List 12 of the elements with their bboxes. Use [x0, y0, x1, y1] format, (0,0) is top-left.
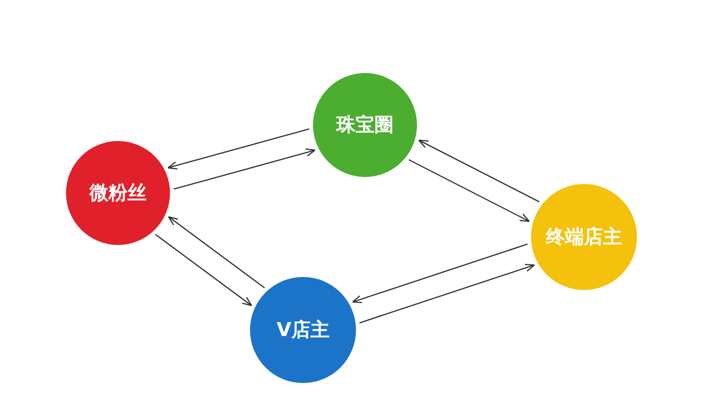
- arrow: [352, 244, 528, 304]
- arrow: [174, 148, 316, 190]
- node-label: 珠宝圈: [336, 112, 394, 138]
- arrow: [359, 264, 536, 324]
- arrow: [167, 128, 310, 170]
- arrow: [408, 159, 530, 222]
- node-label: V店主: [276, 318, 330, 343]
- node-label: 终端店主: [546, 224, 622, 250]
- arrow: [155, 234, 252, 306]
- node-label: 微粉丝: [90, 180, 146, 206]
- arrow: [168, 216, 266, 288]
- arrow: [418, 140, 540, 202]
